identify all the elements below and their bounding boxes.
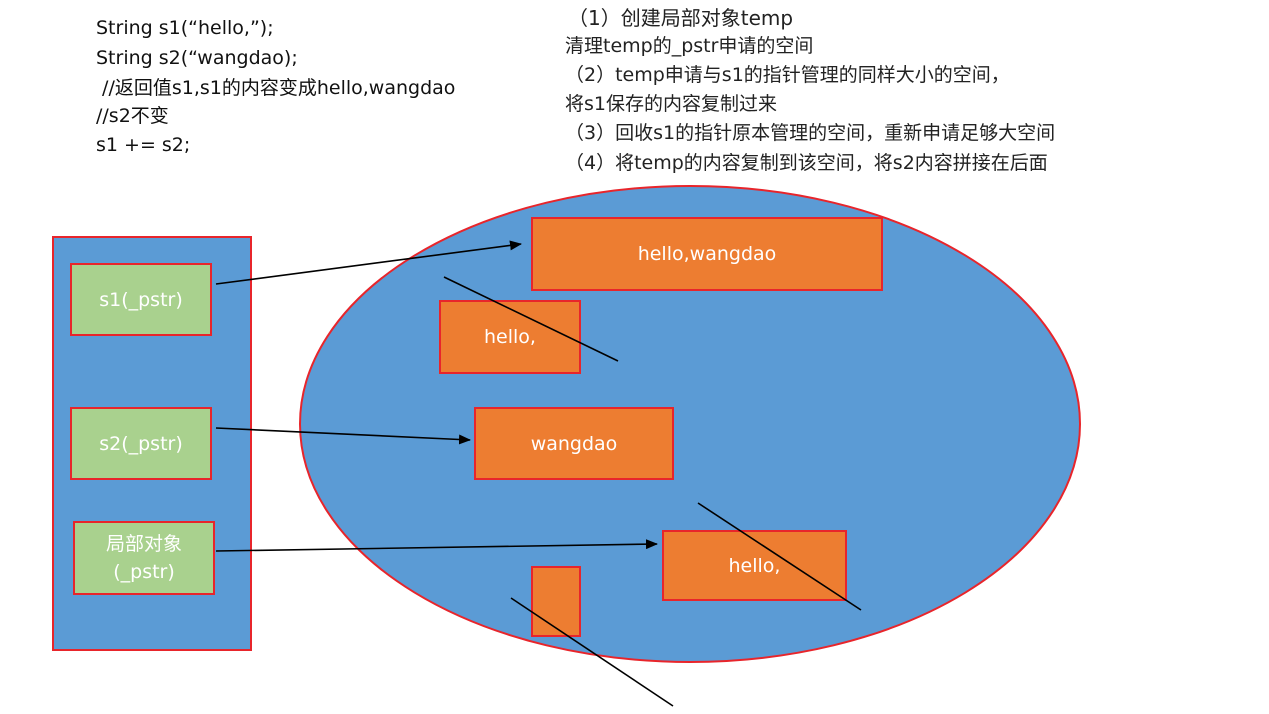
code-line: //s2不变 (96, 105, 169, 127)
code-line: //返回值s1,s1的内容变成hello,wangdao (96, 77, 456, 99)
old-s1-strike-line (443, 276, 619, 362)
s1-pointer-box (70, 263, 212, 336)
s2-pointer-arrow (215, 427, 471, 445)
note-step-3: （3）回收s1的指针原本管理的空间，重新申请足够大空间 (565, 122, 1056, 144)
note-step-4: （4）将temp的内容复制到该空间，将s2内容拼接在后面 (565, 152, 1048, 174)
heap-block-new-s1 (531, 217, 883, 291)
note-line: 清理temp的_pstr申请的空间 (565, 35, 814, 57)
s1-pointer-arrow (215, 240, 522, 285)
s1-pointer-label: s1(_pstr) (99, 288, 183, 311)
note-line: 将s1保存的内容复制过来 (565, 93, 777, 115)
heap-block-old-s1-label: hello, (484, 326, 536, 348)
s2-pointer-label: s2(_pstr) (99, 432, 183, 455)
heap-block-temp-label: hello, (728, 554, 781, 577)
local-object-label-line1: 局部对象 (105, 533, 182, 555)
heap-block-new-s1-label: hello,wangdao (637, 243, 777, 265)
heap-block-temp (662, 530, 847, 601)
note-step-2: （2）temp申请与s1的指针管理的同样大小的空间， (565, 64, 1010, 86)
s2-pointer-box (70, 407, 212, 480)
code-line: s1 += s2; (96, 134, 191, 156)
code-line: String s2(“wangdao); (96, 47, 298, 69)
local-object-label-line2: (_pstr) (113, 561, 175, 583)
local-object-pointer-box (73, 521, 215, 595)
heap-block-s2 (474, 407, 674, 480)
temp-strike-line (697, 502, 862, 611)
local-object-pointer-label: 局部对象 (_pstr) (74, 522, 214, 594)
temp-initial-strike-line (510, 597, 674, 707)
local-object-pointer-arrow (215, 539, 658, 552)
note-step-1: （1）创建局部对象temp (568, 6, 794, 30)
code-line: String s1(“hello,”); (96, 17, 274, 39)
heap-block-temp-initial (531, 566, 581, 637)
heap-block-s2-label: wangdao (530, 432, 618, 455)
heap-block-old-s1 (439, 300, 581, 374)
